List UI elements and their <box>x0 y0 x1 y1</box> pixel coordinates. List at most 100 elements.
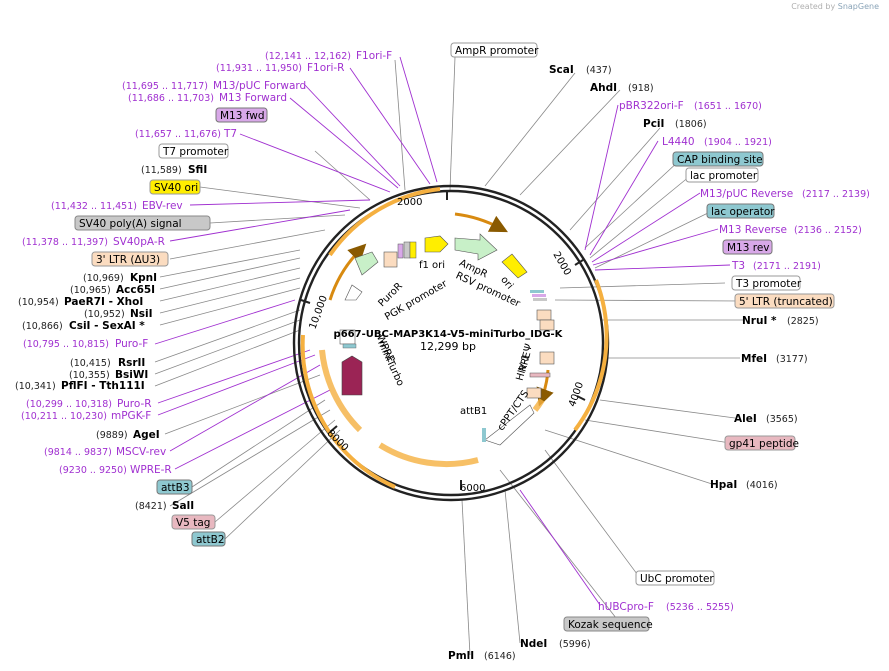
attb2-box: attB2 <box>196 534 225 546</box>
tick-label: 2000 <box>397 197 422 208</box>
svg-text:(9814 .. 9837): (9814 .. 9837) <box>44 447 112 458</box>
inner-feature-shapes <box>339 233 555 446</box>
v5-tag-box: V5 tag <box>176 517 210 529</box>
gp41-peptide-box: gp41 peptide <box>729 438 799 450</box>
primer-m13-forward: M13 Forward <box>219 92 287 104</box>
lac-promoter-box: lac promoter <box>690 170 758 182</box>
enzyme-mfei: MfeI <box>741 353 767 365</box>
tick-label: 4000 <box>567 381 586 409</box>
svg-text:(4016): (4016) <box>746 480 778 491</box>
plasmid-size: 12,299 bp <box>420 340 476 353</box>
plasmid-name: p667-UBC-MAP3K14-V5-miniTurbo_IDG-K <box>334 329 564 340</box>
enzyme-ndei: NdeI <box>520 638 547 650</box>
svg-text:(10,299 .. 10,318): (10,299 .. 10,318) <box>26 399 112 410</box>
svg-text:(8421): (8421) <box>135 501 167 512</box>
ampr-promoter-box: AmpR promoter <box>455 45 539 57</box>
enzyme-kpni: KpnI <box>130 272 157 284</box>
rre-label: RRE <box>518 351 534 373</box>
snapgene-credit: Created by SnapGene <box>791 2 879 11</box>
enzyme-alei: AleI <box>734 413 757 425</box>
primer-mscv-rev: MSCV-rev <box>116 446 166 458</box>
3-ltr-box: 3' LTR (ΔU3) <box>96 254 160 266</box>
enzyme-sali: SalI <box>172 500 194 512</box>
enzyme-pflfi-tth111i: PflFI - Tth111I <box>61 380 145 392</box>
primer-pbr322ori-f: pBR322ori-F <box>619 100 684 112</box>
enzyme-paer7i-xhoi: PaeR7I - XhoI <box>64 296 143 308</box>
enzyme-pmli: PmlI <box>448 650 474 662</box>
svg-text:(10,211 .. 10,230): (10,211 .. 10,230) <box>21 411 107 422</box>
primer-l4440: L4440 <box>662 136 695 148</box>
t7-promoter-box: T7 promoter <box>162 146 229 158</box>
primer-wpre-r: WPRE-R <box>130 464 172 476</box>
enzyme-agei: AgeI <box>133 429 160 441</box>
rsv-promoter-label: RSV promoter <box>454 270 523 310</box>
sv40-ori-box: SV40 ori <box>154 182 198 194</box>
svg-text:(10,969): (10,969) <box>83 273 124 284</box>
primer-sv40pa-r: SV40pA-R <box>113 236 165 248</box>
svg-text:(9230 .. 9250): (9230 .. 9250) <box>59 465 127 476</box>
primer-lines <box>154 56 731 606</box>
enzyme-scai: ScaI <box>549 64 574 76</box>
enzyme-nsii: NsiI <box>130 308 153 320</box>
svg-text:(10,415): (10,415) <box>70 358 111 369</box>
primer-m13-puc-reverse: M13/pUC Reverse <box>700 188 793 200</box>
kozak-sequence-box: Kozak sequence <box>568 619 653 631</box>
sv40-polya-signal-box: SV40 poly(A) signal <box>79 218 182 230</box>
svg-text:(2171 .. 2191): (2171 .. 2191) <box>753 261 821 272</box>
enzyme-csii-sexai: CsiI - SexAI * <box>69 320 145 332</box>
svg-text:(5236 .. 5255): (5236 .. 5255) <box>666 602 734 613</box>
svg-text:(11,589): (11,589) <box>141 165 182 176</box>
cap-binding-site-box: CAP binding site <box>677 154 763 166</box>
svg-text:(10,965): (10,965) <box>70 285 111 296</box>
svg-text:(11,686 .. 11,703): (11,686 .. 11,703) <box>128 93 214 104</box>
backbone-inner <box>297 189 605 497</box>
svg-text:(11,657 .. 11,676): (11,657 .. 11,676) <box>135 129 221 140</box>
primer-ebv-rev: EBV-rev <box>142 200 183 212</box>
enzyme-nrui: NruI * <box>742 315 777 327</box>
svg-text:(10,954): (10,954) <box>18 297 59 308</box>
svg-text:(5996): (5996) <box>559 639 591 650</box>
svg-text:(2136 .. 2152): (2136 .. 2152) <box>794 225 862 236</box>
primer-m13-reverse: M13 Reverse <box>719 224 787 236</box>
tick-marks <box>300 190 586 490</box>
svg-text:(10,866): (10,866) <box>22 321 63 332</box>
t3-promoter-box: T3 promoter <box>735 278 802 290</box>
enzyme-pcii: PciI <box>643 118 664 130</box>
leader-lines <box>154 56 745 656</box>
primer-puro-f: Puro-F <box>115 338 148 350</box>
svg-text:(12,141 .. 12,162): (12,141 .. 12,162) <box>265 51 351 62</box>
left-labels: (12,141 .. 12,162) F1ori-F (11,931 .. 11… <box>15 50 392 547</box>
backbone-features <box>300 187 609 489</box>
svg-text:(11,432 .. 11,451): (11,432 .. 11,451) <box>51 201 137 212</box>
inner-arcs <box>319 349 545 468</box>
primer-t7: T7 <box>223 128 237 140</box>
svg-text:(2117 .. 2139): (2117 .. 2139) <box>802 189 870 200</box>
svg-text:(10,952): (10,952) <box>84 309 125 320</box>
m13-fwd-box: M13 fwd <box>220 110 265 122</box>
tick-label: 6000 <box>460 483 485 494</box>
m13-rev-box: M13 rev <box>727 242 770 254</box>
primer-hubcpro-f: hUBCpro-F <box>598 601 654 613</box>
enzyme-ahdi: AhdI <box>590 82 617 94</box>
primer-f1ori-f: F1ori-F <box>356 50 392 62</box>
primer-t3: T3 <box>731 260 745 272</box>
enzyme-sfii: SfiI <box>188 164 207 176</box>
enzyme-rsrii: RsrII <box>118 357 145 369</box>
attb3-box: attB3 <box>161 482 190 494</box>
primer-m13-puc-forward: M13/pUC Forward <box>213 80 306 92</box>
svg-text:(10,795 .. 10,815): (10,795 .. 10,815) <box>23 339 109 350</box>
svg-text:(3565): (3565) <box>766 414 798 425</box>
svg-text:(10,355): (10,355) <box>69 370 110 381</box>
svg-text:(11,931 .. 11,950): (11,931 .. 11,950) <box>216 63 302 74</box>
svg-text:(1904 .. 1921): (1904 .. 1921) <box>704 137 772 148</box>
attb1-label: attB1 <box>460 406 487 417</box>
lac-operator-box: lac operator <box>711 206 775 218</box>
svg-text:(11,378 .. 11,397): (11,378 .. 11,397) <box>22 237 108 248</box>
right-labels: AmpR promoter ScaI (437) AhdI (918) pBR3… <box>448 42 870 662</box>
tick-label: 10,000 <box>308 294 330 331</box>
svg-text:(1806): (1806) <box>675 119 707 130</box>
f1-ori-label: f1 ori <box>419 260 445 271</box>
svg-text:(918): (918) <box>628 83 654 94</box>
primer-f1ori-r: F1ori-R <box>307 62 344 74</box>
